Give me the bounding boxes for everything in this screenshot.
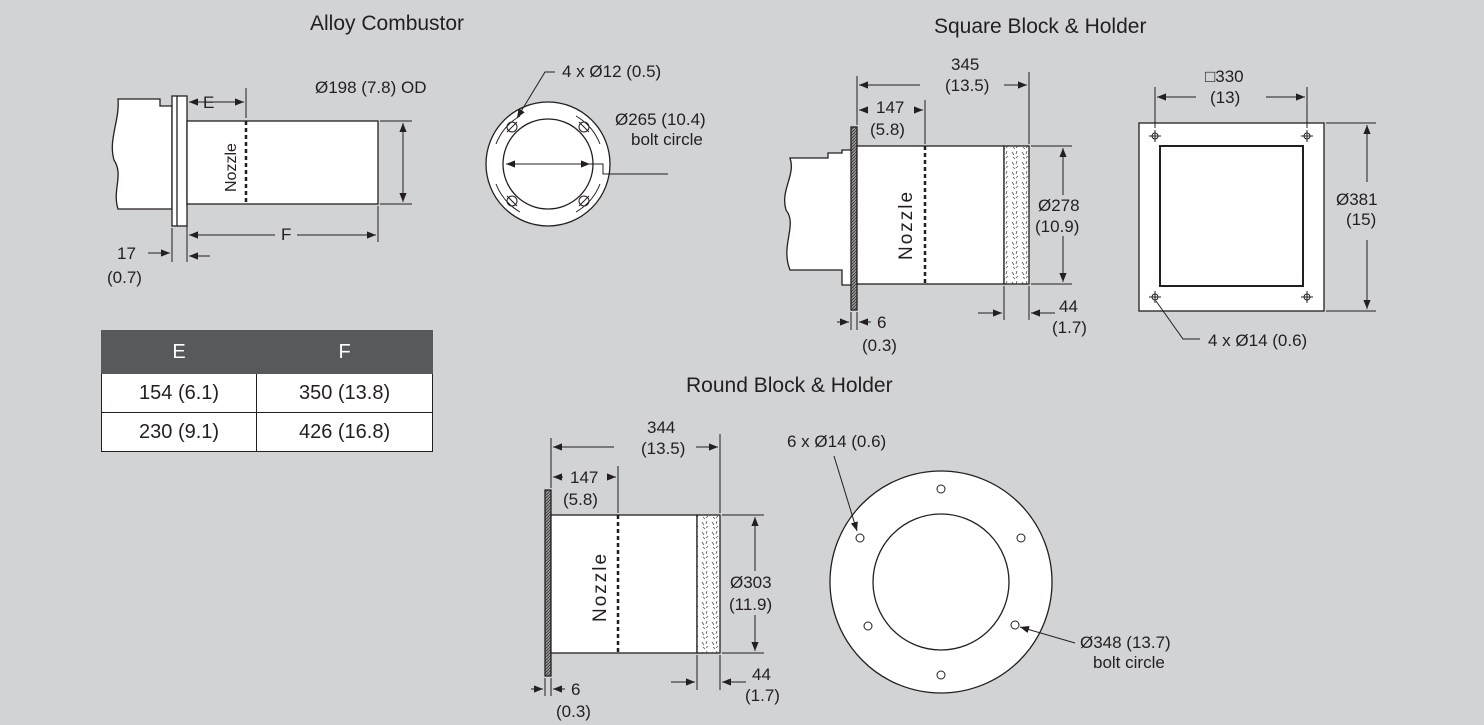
- square-holder-plate: [850, 126, 858, 311]
- round-nozzle-mm: 147: [570, 468, 599, 487]
- bolt-holes: [506, 121, 590, 207]
- square-side-view: [784, 72, 1072, 330]
- alloy-side-view: [111, 88, 412, 262]
- table-cell: 426 (16.8): [256, 412, 433, 452]
- table-header-f: F: [256, 330, 433, 374]
- round-block: [550, 514, 698, 654]
- round-nozzle-in: (5.8): [563, 490, 598, 509]
- round-block-title: Round Block & Holder: [686, 374, 893, 397]
- alloy-nozzle-label: Nozzle: [223, 143, 240, 192]
- square-block-title: Square Block & Holder: [934, 15, 1147, 38]
- square-opening: [1159, 145, 1304, 287]
- round-holder-plate: [544, 489, 552, 677]
- round-bolt-circle-label: Ø348 (13.7): [1080, 633, 1171, 652]
- flange-plate: [171, 95, 188, 227]
- square-side-mm: □330: [1205, 67, 1244, 86]
- round-plate-mm: 6: [571, 680, 581, 699]
- square-dia-mm: Ø278: [1038, 196, 1080, 215]
- round-insul-in: (1.7): [745, 686, 780, 705]
- flange-mm-label: 17: [117, 244, 136, 263]
- round-dia-in: (11.9): [729, 595, 773, 614]
- square-holes-label: 4 x Ø14 (0.6): [1208, 331, 1308, 350]
- od-label: Ø198 (7.8) OD: [315, 78, 427, 97]
- table-cell: 230 (9.1): [100, 412, 258, 452]
- round-opening: [872, 513, 1010, 651]
- square-insul-in: (1.7): [1052, 318, 1087, 337]
- round-length-in: (13.5): [641, 439, 686, 458]
- square-burner-housing: [784, 149, 853, 286]
- round-insul-mm: 44: [752, 665, 771, 684]
- round-length-mm: 344: [647, 418, 676, 437]
- square-nozzle-in: (5.8): [870, 120, 905, 139]
- table-row: 154 (6.1) 350 (13.8): [100, 373, 433, 413]
- dim-f-label: F: [275, 225, 298, 244]
- bolt-circle-note: bolt circle: [631, 130, 703, 149]
- square-dia-in: (10.9): [1035, 217, 1080, 236]
- round-side-view: [531, 434, 764, 696]
- round-bolt-circle-note: bolt circle: [1093, 653, 1165, 672]
- square-plate-mm: 6: [877, 313, 887, 332]
- table-header-e: E: [100, 330, 258, 374]
- burner-housing: [111, 98, 173, 210]
- square-outer-mm: Ø381: [1336, 190, 1378, 209]
- square-insulation: [1003, 145, 1030, 285]
- square-insul-mm: 44: [1059, 297, 1078, 316]
- square-nozzle-mm: 147: [876, 98, 905, 117]
- round-holes-label: 6 x Ø14 (0.6): [787, 432, 887, 451]
- square-plate-in: (0.3): [862, 336, 897, 355]
- round-plate-in: (0.3): [556, 702, 591, 721]
- flange-in-label: (0.7): [107, 268, 142, 287]
- square-nozzle-label: Nozzle: [896, 190, 917, 260]
- round-dia-mm: Ø303: [730, 573, 772, 592]
- square-outer-in: (15): [1346, 210, 1377, 229]
- combustor-tube: [186, 120, 379, 205]
- table-cell: 154 (6.1): [100, 373, 258, 413]
- square-length-in: (13.5): [945, 76, 990, 95]
- bolt-circle-label: Ø265 (10.4): [615, 110, 706, 129]
- square-block: [856, 145, 1005, 285]
- dim-e-label: E: [203, 93, 215, 112]
- table-header-row: E F: [100, 330, 433, 374]
- square-bolt-holes: [1149, 130, 1313, 303]
- round-bolt-holes: [855, 484, 1026, 680]
- square-length-mm: 345: [951, 55, 980, 74]
- alloy-combustor-title: Alloy Combustor: [310, 12, 465, 35]
- square-end-view: [1138, 87, 1376, 340]
- table-row: 230 (9.1) 426 (16.8): [100, 412, 433, 452]
- round-nozzle-label: Nozzle: [590, 552, 611, 622]
- dimension-table: E F 154 (6.1) 350 (13.8) 230 (9.1) 426 (…: [100, 330, 433, 452]
- round-insulation: [696, 514, 721, 654]
- alloy-end-view: [485, 71, 668, 227]
- round-end-view: [829, 455, 1076, 694]
- table-cell: 350 (13.8): [256, 373, 433, 413]
- holes-label: 4 x Ø12 (0.5): [562, 62, 662, 81]
- square-side-in: (13): [1210, 88, 1241, 107]
